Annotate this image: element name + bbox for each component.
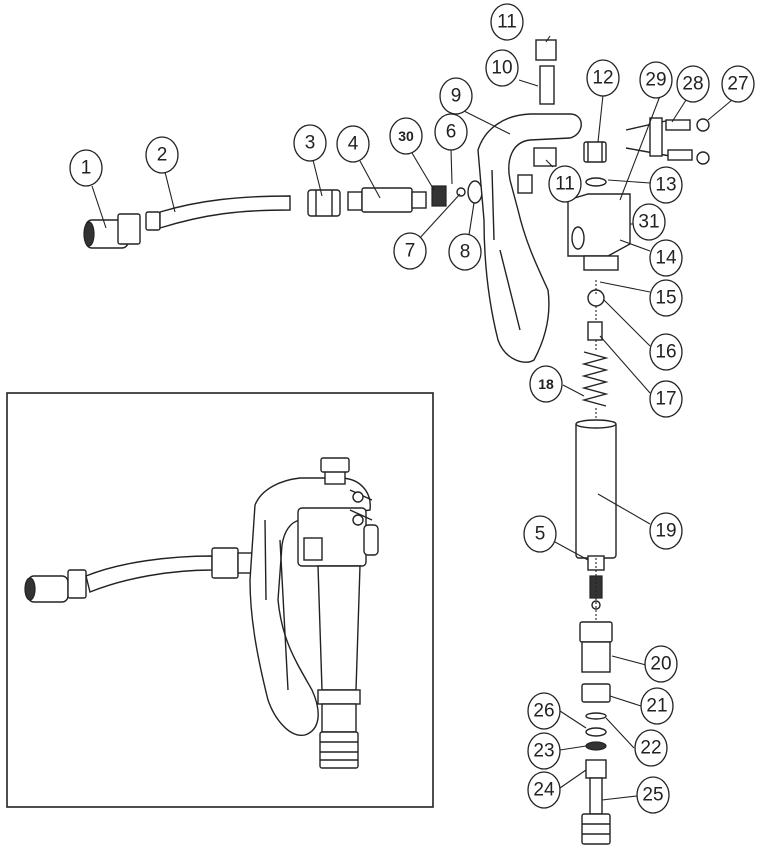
- callout-14: 14: [649, 239, 683, 277]
- svg-text:19: 19: [655, 521, 676, 542]
- svg-text:1: 1: [81, 158, 92, 179]
- svg-text:25: 25: [642, 785, 663, 806]
- callout-11-bottom: 11: [548, 165, 582, 203]
- callout-21: 21: [640, 687, 674, 725]
- svg-text:10: 10: [491, 58, 512, 79]
- svg-text:16: 16: [655, 342, 676, 363]
- callout-27: 27: [721, 65, 755, 103]
- svg-text:24: 24: [533, 780, 555, 801]
- part-4-rod: [347, 187, 427, 213]
- part-11-blocks: [533, 39, 557, 167]
- inset-barrel: [317, 565, 361, 691]
- part-27-clips: [696, 118, 710, 165]
- inset-assembled-view: [6, 392, 434, 808]
- svg-text:22: 22: [640, 738, 661, 759]
- svg-text:12: 12: [592, 68, 613, 89]
- callout-18: 18: [529, 365, 563, 403]
- svg-text:18: 18: [538, 376, 554, 392]
- part-3-nut: [307, 189, 341, 217]
- part-28-29-pins: [625, 117, 693, 161]
- leader-lines: [91, 35, 733, 801]
- part-25-nozzle: [581, 777, 611, 845]
- part-12-fitting: [583, 141, 607, 163]
- part-30-spring: [431, 185, 447, 207]
- part-17-valve: [587, 321, 603, 341]
- svg-text:11: 11: [497, 12, 517, 33]
- callout-28: 28: [676, 65, 710, 103]
- svg-text:11: 11: [555, 174, 575, 195]
- callout-6: 6: [434, 113, 468, 151]
- callout-25: 25: [636, 776, 670, 814]
- svg-text:17: 17: [655, 389, 676, 410]
- svg-text:28: 28: [682, 74, 703, 95]
- svg-text:26: 26: [533, 701, 554, 722]
- part-24-sleeve: [585, 759, 607, 779]
- callout-13: 13: [649, 166, 683, 204]
- callout-10: 10: [485, 49, 519, 87]
- svg-text:4: 4: [348, 134, 359, 155]
- svg-text:27: 27: [727, 74, 748, 95]
- svg-text:29: 29: [645, 70, 666, 91]
- callout-2: 2: [145, 136, 179, 174]
- callout-9: 9: [439, 77, 473, 115]
- callout-4: 4: [336, 125, 370, 163]
- callout-5: 5: [523, 515, 557, 553]
- part-18-spring: [581, 351, 609, 407]
- part-6-ball: [456, 187, 466, 197]
- callout-22: 22: [634, 729, 668, 767]
- part-19-barrel: [575, 419, 617, 559]
- svg-text:9: 9: [451, 86, 462, 107]
- inset-frame: [6, 392, 434, 808]
- svg-text:30: 30: [398, 128, 414, 144]
- svg-text:14: 14: [655, 248, 677, 269]
- svg-text:6: 6: [446, 122, 457, 143]
- part-10-pin: [539, 65, 555, 105]
- part-1-coupler: [83, 213, 141, 249]
- part-13-washer: [585, 177, 607, 187]
- callout-23: 23: [527, 732, 561, 770]
- callout-1: 1: [69, 149, 103, 187]
- svg-text:7: 7: [405, 241, 416, 262]
- callout-7: 7: [393, 232, 427, 270]
- callout-30: 30: [389, 117, 423, 155]
- part-2-tube: [145, 195, 291, 231]
- callout-26: 26: [527, 692, 561, 730]
- inset-nut: [211, 547, 239, 579]
- part-20-adapter: [579, 621, 613, 673]
- svg-text:15: 15: [655, 288, 676, 309]
- callout-8: 8: [448, 233, 482, 271]
- callout-20: 20: [644, 645, 678, 683]
- svg-text:2: 2: [157, 145, 168, 166]
- svg-text:8: 8: [460, 242, 471, 263]
- inset-coupler: [24, 569, 87, 603]
- part-9-handle: [477, 113, 582, 363]
- callout-11-top: 11: [490, 3, 524, 41]
- part-21-nut: [581, 683, 611, 703]
- callout-12: 12: [586, 59, 620, 97]
- callout-29: 29: [639, 61, 673, 99]
- callout-31: 31: [632, 203, 666, 241]
- callout-19: 19: [649, 512, 683, 550]
- svg-text:31: 31: [638, 212, 659, 233]
- svg-text:23: 23: [533, 741, 554, 762]
- svg-text:21: 21: [646, 696, 667, 717]
- callout-24: 24: [527, 771, 561, 809]
- callout-3: 3: [293, 124, 327, 162]
- callout-15: 15: [649, 279, 683, 317]
- part-26-23-seals: [585, 727, 607, 751]
- svg-text:3: 3: [305, 133, 316, 154]
- part-14-pump-body: [567, 193, 631, 271]
- callout-17: 17: [649, 380, 683, 418]
- part-8-seal: [467, 180, 483, 204]
- part-22-ring: [585, 712, 607, 720]
- svg-text:13: 13: [655, 175, 676, 196]
- callout-16: 16: [649, 333, 683, 371]
- svg-text:20: 20: [650, 654, 671, 675]
- svg-text:5: 5: [535, 524, 546, 545]
